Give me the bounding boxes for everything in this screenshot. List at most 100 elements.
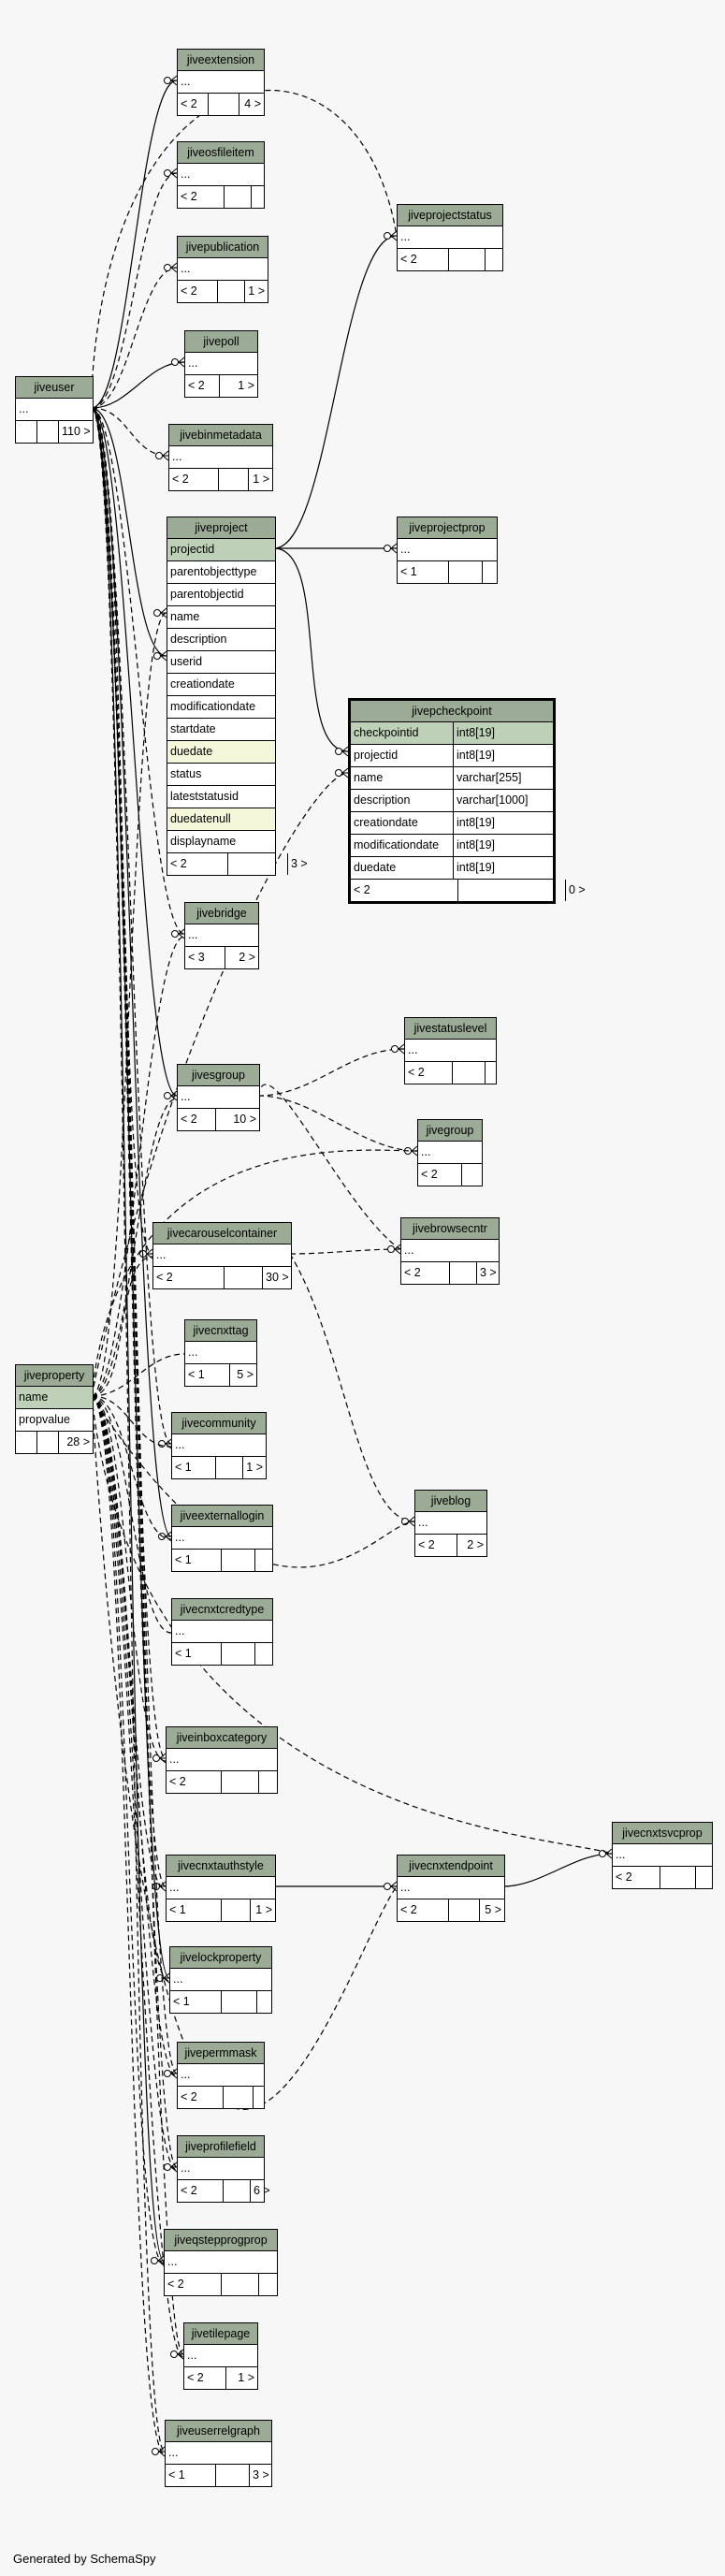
fk-line	[91, 407, 172, 1537]
parent-count: < 2	[170, 857, 187, 870]
table-jiveqstepprogprop[interactable]: jiveqstepprogprop...< 2	[164, 2229, 278, 2296]
fk-line	[91, 407, 167, 657]
column-name: ...	[188, 357, 198, 370]
table-jivegroup[interactable]: jivegroup...< 2	[417, 1119, 483, 1186]
parent-count: < 2	[181, 2184, 197, 2197]
table-jivecnxtcredtype[interactable]: jivecnxtcredtype...< 1	[171, 1598, 273, 1666]
table-title[interactable]: jivecnxtendpoint	[398, 1856, 504, 1877]
table-jiveosfileitem[interactable]: jiveosfileitem...< 2	[177, 141, 265, 209]
table-title[interactable]: jivebridge	[185, 903, 258, 924]
table-title[interactable]: jivecarouselcontainer	[153, 1223, 291, 1244]
table-title[interactable]: jiveexternallogin	[172, 1506, 272, 1527]
column-name: parentobjecttype	[170, 565, 257, 578]
parent-count: < 2	[156, 1271, 173, 1284]
parent-count: < 2	[421, 1168, 438, 1181]
count-spacer	[695, 1867, 712, 1888]
table-jiveprojectstatus[interactable]: jiveprojectstatus...< 2	[397, 204, 503, 271]
table-jivestatuslevel[interactable]: jivestatuslevel...< 2	[404, 1017, 497, 1084]
parent-count: < 2	[187, 2371, 204, 2384]
table-title[interactable]: jivepublication	[178, 237, 268, 258]
table-title[interactable]: jiveproject	[167, 517, 275, 539]
column-type: varchar[255]	[453, 767, 553, 789]
child-count: 1 >	[244, 281, 268, 302]
table-title[interactable]: jiveprofilefield	[178, 2136, 264, 2158]
table-title[interactable]: jivelockproperty	[170, 1947, 271, 1969]
table-title[interactable]: jivesgroup	[178, 1065, 259, 1086]
table-title[interactable]: jivecnxtsvcprop	[613, 1823, 712, 1844]
fk-line	[91, 1395, 172, 1634]
parent-count: < 1	[173, 1995, 190, 2008]
fk-line	[91, 1353, 185, 1397]
parent-count: < 1	[175, 1461, 192, 1474]
table-jiveuser[interactable]: jiveuser...110 >	[15, 376, 94, 444]
column-name: ...	[175, 1624, 185, 1637]
table-title[interactable]: jiveproperty	[16, 1365, 93, 1387]
fk-line	[289, 1253, 415, 1522]
column-name: status	[170, 767, 202, 780]
table-title[interactable]: jiveextension	[178, 50, 264, 71]
table-title[interactable]: jiveosfileitem	[178, 142, 264, 164]
table-title[interactable]: jivepoll	[185, 331, 257, 353]
table-title[interactable]: jivepermmask	[178, 2043, 264, 2064]
fk-line	[273, 547, 349, 752]
column-row: parentobjectid	[167, 584, 275, 606]
table-title[interactable]: jivegroup	[418, 1120, 482, 1142]
table-title[interactable]: jivebinmetadata	[169, 425, 272, 446]
column-name: ...	[418, 1516, 428, 1529]
column-row: ...	[16, 399, 93, 421]
table-title[interactable]: jiveprojectstatus	[398, 205, 502, 226]
child-count: 1 >	[242, 1457, 266, 1478]
fk-line	[91, 80, 178, 409]
table-counts: 110 >	[16, 421, 93, 443]
table-jivepermmask[interactable]: jivepermmask...< 2	[177, 2042, 265, 2109]
table-jivecommunity[interactable]: jivecommunity... < 1 1 >	[171, 1412, 267, 1479]
table-title[interactable]: jivestatuslevel	[405, 1018, 496, 1040]
table-title[interactable]: jiveinboxcategory	[167, 1727, 277, 1749]
fk-line	[91, 1395, 172, 1540]
table-title[interactable]: jiveprojectprop	[398, 517, 497, 539]
count-spacer	[224, 186, 251, 208]
count-spacer	[217, 281, 244, 302]
table-jivecnxtsvcprop[interactable]: jivecnxtsvcprop...< 2	[612, 1822, 713, 1889]
table-title[interactable]: jiveqstepprogprop	[165, 2230, 277, 2251]
table-title[interactable]: jiveuser	[16, 377, 93, 399]
table-title[interactable]: jivecnxttag	[185, 1320, 256, 1342]
column-row: ...	[172, 1434, 266, 1457]
table-title[interactable]: jivetilepage	[184, 2323, 257, 2345]
table-title[interactable]: jiveuserrelgraph	[166, 2421, 271, 2442]
table-jiveinboxcategory[interactable]: jiveinboxcategory...< 2	[166, 1726, 278, 1794]
table-jiveprojectprop[interactable]: jiveprojectprop...< 1	[397, 517, 498, 584]
table-title[interactable]: jivecommunity	[172, 1413, 266, 1434]
table-title[interactable]: jivecnxtauthstyle	[167, 1856, 275, 1877]
column-name: ...	[172, 450, 182, 463]
column-row: ...	[178, 2064, 264, 2087]
table-title[interactable]: jivepcheckpoint	[351, 701, 553, 722]
column-name: parentobjectid	[170, 588, 244, 601]
table-title[interactable]: jivebrowsecntr	[401, 1218, 499, 1240]
table-title[interactable]: jivecnxtcredtype	[172, 1599, 272, 1621]
table-jiveexternallogin[interactable]: jiveexternallogin...< 1	[171, 1505, 273, 1572]
table-title[interactable]: jiveblog	[415, 1491, 486, 1512]
crowfoot-icon	[158, 1531, 172, 1542]
table-jivelockproperty[interactable]: jivelockproperty...< 1	[169, 1946, 272, 2014]
parent-count: < 2	[181, 1113, 197, 1126]
